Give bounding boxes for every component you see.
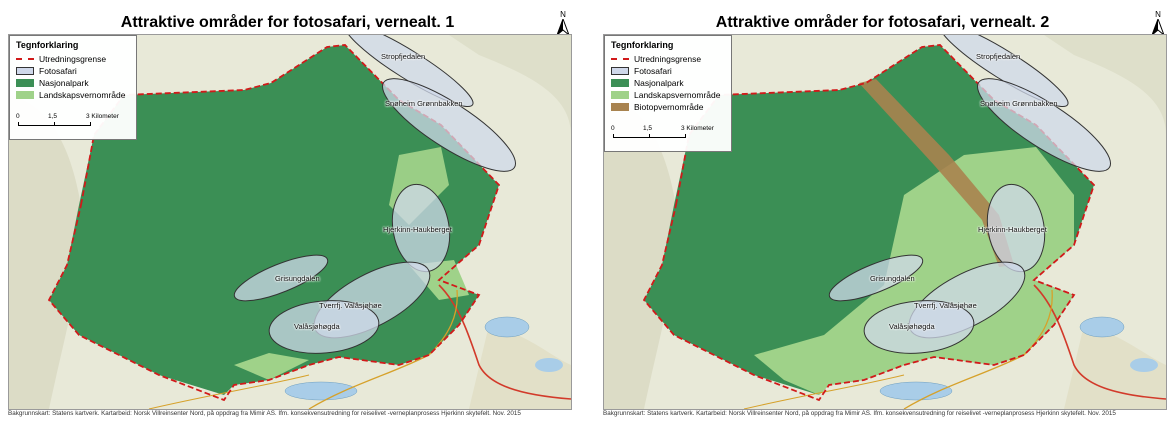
legend: Tegnforklaring Utredningsgrense Fotosafa… [604,35,732,152]
map-panel-1: Attraktive områder for fotosafari, verne… [0,0,575,422]
area-label-stropfjedalen: Stropfjedalen [381,52,426,61]
north-arrow-shape [555,17,571,37]
landskapsvern-south [234,353,309,380]
terrain-hill-west [604,95,677,409]
north-label: N [560,10,566,19]
road-southwest [743,374,905,409]
lake-southeast [1130,358,1158,372]
fotosafari-swatch [16,67,34,75]
terrain-hill-west [9,95,82,409]
legend-item-fotosafari: Fotosafari [611,65,725,77]
road-southwest [148,374,310,409]
fotosafari-valasjohogda [863,300,975,354]
landskapsvern-swatch [16,91,34,99]
legend-label: Landskapsvernområde [634,90,721,100]
legend-item-fotosafari: Fotosafari [16,65,130,77]
area-label-grisungdalen: Grisungdalen [870,274,915,283]
legend-item-landskapsvern: Landskapsvernområde [611,89,725,101]
lake-southeast [535,358,563,372]
area-label-tverrfj: Tverrfj. Valåsjøhøe [914,301,977,310]
terrain-valley-southeast [1064,325,1166,409]
nasjonalpark-swatch [16,79,34,87]
biotopvern-swatch [611,103,629,111]
area-label-snoheim: Snøheim Grønnbakken [385,99,463,108]
fotosafari-valasjohogda [268,300,380,354]
lake-east [1079,316,1125,338]
area-label-tverrfj: Tverrfj. Valåsjøhøe [319,301,382,310]
north-label: N [1155,10,1161,19]
legend-item-biotopvern: Biotopvernområde [611,101,725,113]
dashed-line-swatch [16,58,34,60]
lake-south [879,381,953,401]
map-title: Attraktive områder for fotosafari, verne… [715,14,1050,31]
lake-south [284,381,358,401]
basemap [9,35,571,409]
map-credit: Bakgrunnskart: Statens kartverk. Kartarb… [603,410,1116,417]
terrain-hill-northeast [449,35,571,135]
scale-label-end: 3 Kilometer [681,125,714,132]
area-label-hjerkinn: Hjerkinn-Haukberget [383,225,452,234]
fotosafari-stropfjedalen [344,35,474,107]
scale-tick [613,134,614,138]
fotosafari-snoheim [976,78,1112,172]
scale-bar: 0 1,5 3 Kilometer [16,107,130,133]
nasjonalpark-swatch [611,79,629,87]
terrain-valley-southeast [469,325,571,409]
scale-tick [649,134,650,138]
legend-label: Utredningsgrense [39,54,107,64]
fotosafari-snoheim [381,78,517,172]
legend-item-utredningsgrense: Utredningsgrense [611,53,725,65]
fotosafari-grisungdalen [233,254,329,302]
legend-item-landskapsvern: Landskapsvernområde [16,89,130,101]
scale-label-mid: 1,5 [643,125,653,132]
lake-east [484,316,530,338]
dashed-line-swatch [611,58,629,60]
scale-tick [90,122,91,126]
scale-bar: 0 1,5 3 Kilometer [611,119,725,145]
legend-title: Tegnforklaring [611,40,674,50]
utredningsgrense-line [47,44,501,402]
legend-item-utredningsgrense: Utredningsgrense [16,53,130,65]
legend-item-nasjonalpark: Nasjonalpark [16,77,130,89]
legend-label: Landskapsvernområde [39,90,126,100]
fotosafari-stropfjedalen [939,35,1069,107]
north-arrow-shape [1150,17,1166,37]
legend-label: Nasjonalpark [39,78,89,88]
area-label-valasjohogda: Valåsjøhøgda [294,322,340,331]
fotosafari-swatch [611,67,629,75]
area-label-stropfjedalen: Stropfjedalen [976,52,1021,61]
utredningsgrense-line [642,44,1096,402]
scale-label-end: 3 Kilometer [86,113,119,120]
legend-label: Fotosafari [39,66,77,76]
map-panel-2: Attraktive områder for fotosafari, verne… [595,0,1170,422]
legend-label: Fotosafari [634,66,672,76]
legend: Tegnforklaring Utredningsgrense Fotosafa… [9,35,137,140]
map-title: Attraktive områder for fotosafari, verne… [120,14,455,31]
road-e6 [438,284,571,400]
scale-label-0: 0 [16,113,20,120]
scale-label-mid: 1,5 [48,113,58,120]
north-arrow-icon: N [1148,10,1168,38]
fotosafari-grisungdalen [828,254,924,302]
scale-label-0: 0 [611,125,615,132]
scale-tick [54,122,55,126]
legend-title: Tegnforklaring [16,40,79,50]
area-label-hjerkinn: Hjerkinn-Haukberget [978,225,1047,234]
legend-label: Nasjonalpark [634,78,684,88]
scale-tick [18,122,19,126]
area-label-snoheim: Snøheim Grønnbakken [980,99,1058,108]
map-credit: Bakgrunnskart: Statens kartverk. Kartarb… [8,410,521,417]
legend-label: Utredningsgrense [634,54,702,64]
area-label-grisungdalen: Grisungdalen [275,274,320,283]
legend-item-nasjonalpark: Nasjonalpark [611,77,725,89]
area-label-valasjohogda: Valåsjøhøgda [889,322,935,331]
north-arrow-icon: N [553,10,573,38]
legend-label: Biotopvernområde [634,102,704,112]
scale-tick [685,134,686,138]
road-e6 [1033,284,1166,400]
map-frame[interactable]: Stropfjedalen Snøheim Grønnbakken Hjerki… [8,34,572,410]
landskapsvern-swatch [611,91,629,99]
terrain-hill-northeast [1044,35,1166,135]
